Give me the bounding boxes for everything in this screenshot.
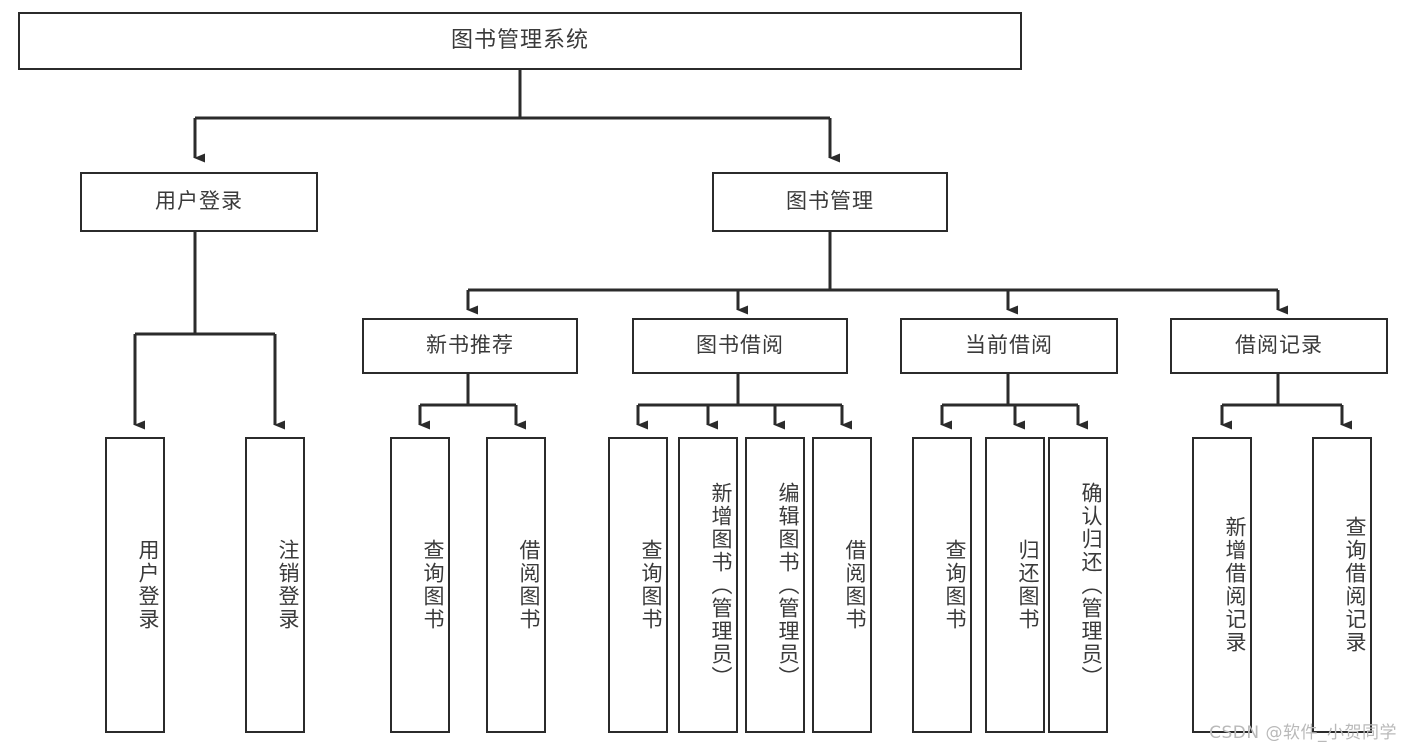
- node-current-borrowing[interactable]: 当前借阅: [900, 318, 1118, 374]
- leaf-return-book[interactable]: 归还图书: [985, 437, 1045, 733]
- node-label: 用户登录: [136, 539, 160, 631]
- node-new-book-recommendation[interactable]: 新书推荐: [362, 318, 578, 374]
- node-user-login[interactable]: 用户登录: [80, 172, 318, 232]
- leaf-confirm-return-admin[interactable]: 确认归还（管理员）: [1048, 437, 1108, 733]
- leaf-user-login[interactable]: 用户登录: [105, 437, 165, 733]
- leaf-borrow-book[interactable]: 借阅图书: [812, 437, 872, 733]
- leaf-query-book-borrowing[interactable]: 查询图书: [608, 437, 668, 733]
- node-label: 图书借阅: [696, 333, 784, 358]
- node-label: 归还图书: [1016, 539, 1040, 631]
- leaf-query-borrowing-record[interactable]: 查询借阅记录: [1312, 437, 1372, 733]
- node-label: 注销登录: [276, 539, 300, 631]
- node-label: 编辑图书（管理员）: [776, 481, 800, 689]
- node-root-library-management-system[interactable]: 图书管理系统: [18, 12, 1022, 70]
- node-label: 用户登录: [155, 189, 243, 214]
- node-book-management[interactable]: 图书管理: [712, 172, 948, 232]
- node-label: 借阅图书: [517, 539, 541, 631]
- node-label: 查询图书: [639, 539, 663, 631]
- node-label: 图书管理: [786, 189, 874, 214]
- node-label: 新增图书（管理员）: [709, 481, 733, 689]
- leaf-query-book-current[interactable]: 查询图书: [912, 437, 972, 733]
- node-label: 新书推荐: [426, 333, 514, 358]
- node-label: 查询借阅记录: [1343, 516, 1367, 654]
- node-label: 查询图书: [421, 539, 445, 631]
- leaf-add-book-admin[interactable]: 新增图书（管理员）: [678, 437, 738, 733]
- node-label: 确认归还（管理员）: [1079, 481, 1103, 689]
- node-book-borrowing[interactable]: 图书借阅: [632, 318, 848, 374]
- leaf-query-book-recommendation[interactable]: 查询图书: [390, 437, 450, 733]
- leaf-add-borrowing-record[interactable]: 新增借阅记录: [1192, 437, 1252, 733]
- leaf-borrow-book-recommendation[interactable]: 借阅图书: [486, 437, 546, 733]
- node-label: 借阅图书: [843, 539, 867, 631]
- node-label: 当前借阅: [965, 333, 1053, 358]
- leaf-logout[interactable]: 注销登录: [245, 437, 305, 733]
- node-label: 借阅记录: [1235, 333, 1323, 358]
- node-borrowing-record[interactable]: 借阅记录: [1170, 318, 1388, 374]
- node-label: 新增借阅记录: [1223, 516, 1247, 654]
- leaf-edit-book-admin[interactable]: 编辑图书（管理员）: [745, 437, 805, 733]
- node-label: 图书管理系统: [450, 27, 589, 53]
- node-label: 查询图书: [943, 539, 967, 631]
